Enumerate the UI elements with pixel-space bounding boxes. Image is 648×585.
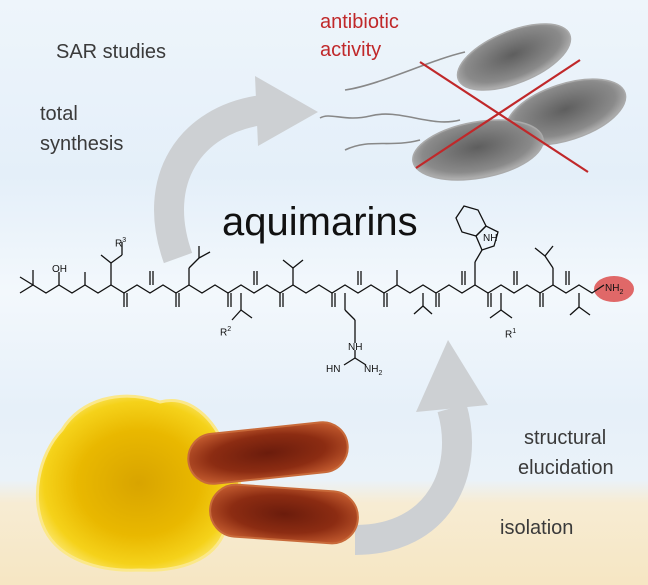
label-guanidine-hn: HN — [326, 364, 341, 375]
r1-letter: R — [505, 329, 513, 341]
label-antibiotic: antibiotic — [320, 11, 399, 33]
label-guanidine-nh2: NH2 — [364, 358, 382, 386]
arrow-synthesis — [154, 95, 265, 264]
arrow-synthesis-head — [255, 76, 318, 146]
amine-highlight — [594, 276, 634, 302]
r2-letter: R — [220, 327, 228, 339]
r2-sup: 2 — [227, 326, 232, 333]
label-synthesis: synthesis — [40, 133, 124, 155]
r1-sup: 1 — [512, 328, 517, 335]
label-structural: structural — [524, 427, 607, 449]
terminal-nh2-sub: 2 — [619, 289, 624, 296]
terminal-nh2-letter: NH — [605, 283, 620, 294]
label-sar-studies: SAR studies — [56, 41, 167, 63]
title-aquimarins: aquimarins — [222, 200, 418, 244]
grey-bacteria — [319, 23, 627, 181]
label-total: total — [40, 103, 78, 125]
label-oh: OH — [52, 264, 67, 275]
label-isolation: isolation — [500, 517, 574, 539]
arrow-elucidation-head — [416, 340, 488, 412]
label-guanidine-nh: NH — [348, 342, 363, 353]
label-r2: R2 — [220, 318, 231, 345]
label-r3: R3 — [115, 229, 126, 256]
label-activity: activity — [320, 39, 382, 61]
brown-bacteria — [187, 421, 359, 545]
guanidine-nh2-letter: NH — [364, 364, 379, 375]
label-elucidation: elucidation — [518, 457, 614, 479]
r3-letter: R — [115, 238, 123, 250]
guanidine-nh2-sub: 2 — [378, 370, 383, 377]
cross-mark-icon — [415, 59, 589, 173]
r3-sup: 3 — [122, 237, 127, 244]
label-indole-nh: NH — [483, 233, 498, 244]
label-r1: R1 — [505, 320, 516, 347]
chemical-structure — [19, 205, 634, 366]
arrow-elucidation — [354, 403, 473, 555]
label-terminal-nh2: NH2 — [605, 277, 623, 305]
